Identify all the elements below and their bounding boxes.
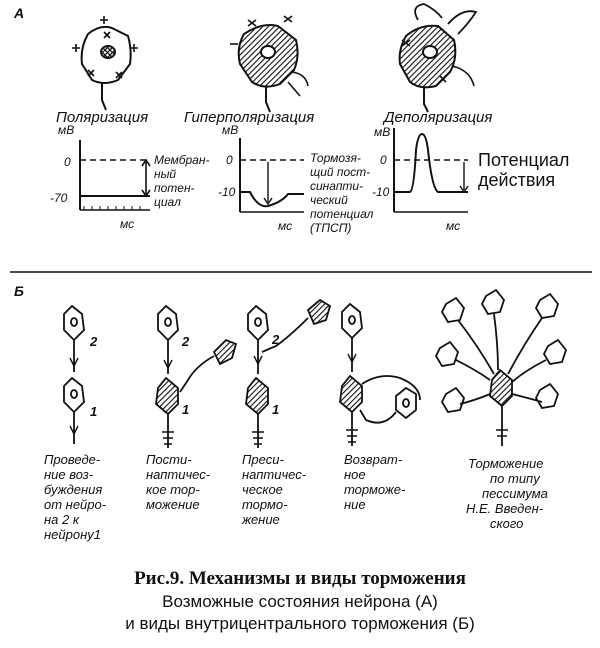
scheme-presynaptic (245, 298, 332, 448)
svg-text:можение: можение (146, 497, 200, 512)
svg-text:жение: жение (241, 512, 280, 527)
svg-text:ние воз-: ние воз- (44, 467, 94, 482)
svg-text:Н.Е. Введен-: Н.Е. Введен- (466, 501, 544, 516)
svg-text:кое тор-: кое тор- (146, 482, 200, 497)
svg-text:щий пост-: щий пост- (310, 165, 370, 179)
neuron-number-2: 2 (271, 332, 280, 347)
svg-text:циал: циал (154, 195, 181, 209)
svg-text:ное: ное (344, 467, 366, 482)
svg-text:потенциал: потенциал (310, 207, 374, 221)
annotation-membrane-potential: Мембран- ный потен- циал (154, 153, 209, 209)
graph1-tick-minus70: -70 (50, 191, 68, 205)
svg-text:ческий: ческий (310, 193, 348, 207)
svg-text:Проведе-: Проведе- (44, 452, 101, 467)
svg-text:наптичес-: наптичес- (242, 467, 307, 482)
svg-text:Пости-: Пости- (146, 452, 192, 467)
svg-text:нейрону1: нейрону1 (44, 527, 101, 542)
label-postsynaptic: Пости- наптичес- кое тор- можение (146, 452, 211, 512)
state-title-hyperpolarization: Гиперполяризация (184, 109, 314, 126)
neuron-depolarized (398, 3, 478, 113)
svg-text:потен-: потен- (154, 181, 195, 195)
svg-text:действия: действия (478, 170, 555, 190)
label-recurrent: Возврат- ное торможе- ние (344, 452, 406, 512)
svg-text:на 2 к: на 2 к (44, 512, 80, 527)
svg-text:от нейро-: от нейро- (44, 497, 107, 512)
svg-text:торможе-: торможе- (344, 482, 406, 497)
neuron-number-1: 1 (272, 402, 279, 417)
graph3-x-unit: мс (446, 219, 460, 233)
graph1-x-unit: мс (120, 217, 134, 231)
svg-text:наптичес-: наптичес- (146, 467, 211, 482)
label-conduction: Проведе- ние воз- буждения от нейро- на … (44, 452, 107, 542)
graph1-tick-zero: 0 (64, 155, 71, 169)
svg-text:ского: ского (490, 516, 523, 531)
svg-text:ческое: ческое (242, 482, 283, 497)
caption-title: Рис.9. Механизмы и виды торможения (134, 568, 466, 589)
graph3-tick-minus10: -10 (372, 185, 390, 199)
annotation-ipsp: Тормозя- щий пост- синапти- ческий потен… (310, 151, 374, 235)
graph3-tick-zero: 0 (380, 153, 387, 167)
panel-a-letter: А (13, 5, 24, 21)
svg-text:ный: ный (154, 167, 176, 181)
svg-text:Потенциал: Потенциал (478, 150, 569, 170)
svg-text:тормо-: тормо- (242, 497, 288, 512)
svg-text:Преси-: Преси- (242, 452, 284, 467)
graph-polarization: мВ 0 -70 мс (50, 123, 151, 231)
annotation-action-potential: Потенциал действия (478, 150, 569, 190)
graph2-y-unit: мВ (222, 123, 238, 137)
label-pessimum: Торможение по типу пессимума Н.Е. Введен… (466, 456, 548, 531)
caption-line-1: Возможные состояния нейрона (А) (162, 592, 438, 611)
graph-hyperpolarization: мВ 0 -10 мс (218, 123, 304, 233)
svg-text:по типу: по типу (490, 471, 541, 486)
state-title-polarization: Поляризация (56, 109, 148, 126)
graph-depolarization: мВ 0 -10 мс (372, 125, 469, 233)
graph2-x-unit: мс (278, 219, 292, 233)
scheme-postsynaptic (155, 304, 238, 448)
caption-line-2: и виды внутрицентрального торможения (Б) (125, 614, 475, 633)
svg-text:синапти-: синапти- (310, 179, 363, 193)
graph2-tick-zero: 0 (226, 153, 233, 167)
label-presynaptic: Преси- наптичес- ческое тормо- жение (241, 452, 307, 527)
scheme-conduction (63, 304, 85, 444)
scheme-recurrent (339, 302, 421, 446)
svg-text:буждения: буждения (44, 482, 102, 497)
neuron-hyperpolarized (230, 15, 309, 113)
neuron-number-2: 2 (89, 334, 98, 349)
svg-text:Торможение: Торможение (468, 456, 543, 471)
svg-text:Тормозя-: Тормозя- (310, 151, 361, 165)
graph2-tick-minus10: -10 (218, 185, 236, 199)
scheme-pessimum (434, 288, 568, 446)
svg-text:пессимума: пессимума (482, 486, 548, 501)
graph1-y-unit: мВ (58, 123, 74, 137)
svg-text:Мембран-: Мембран- (154, 153, 209, 167)
neuron-number-1: 1 (182, 402, 189, 417)
neuron-polarized (72, 16, 138, 111)
neuron-number-2: 2 (181, 334, 190, 349)
neuron-number-1: 1 (90, 404, 97, 419)
figure: А (10, 3, 592, 542)
graph3-y-unit: мВ (374, 125, 390, 139)
panel-b-letter: Б (14, 283, 24, 299)
state-title-depolarization: Деполяризация (382, 109, 492, 126)
svg-text:ние: ние (344, 497, 366, 512)
svg-text:(ТПСП): (ТПСП) (310, 221, 351, 235)
svg-text:Возврат-: Возврат- (344, 452, 403, 467)
